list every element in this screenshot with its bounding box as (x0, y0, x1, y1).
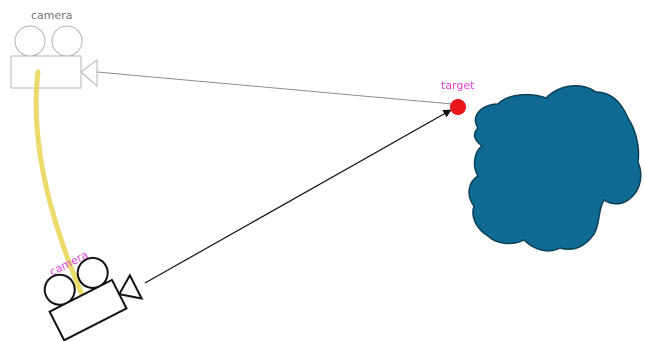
target-point: target (441, 79, 475, 115)
sightline-moved (145, 110, 451, 283)
target-dot-icon (450, 99, 466, 115)
moved-camera: camera (36, 245, 143, 340)
sightline-original (97, 72, 452, 104)
target-object-blob (469, 86, 641, 251)
video-camera-icon (11, 26, 97, 88)
target-label: target (441, 79, 475, 92)
original-camera-label: camera (31, 9, 73, 22)
original-camera: camera (11, 9, 97, 88)
